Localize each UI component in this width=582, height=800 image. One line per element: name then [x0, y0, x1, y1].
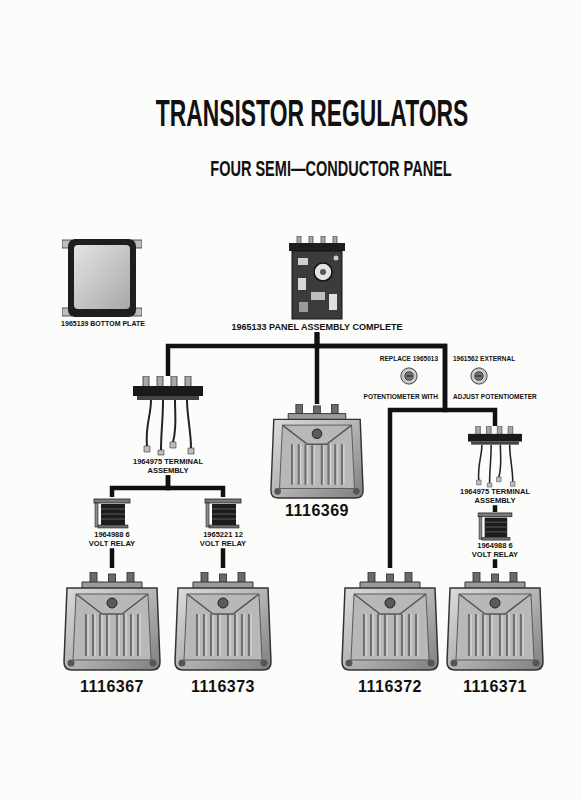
- note-text: REPLACE 1965013: [380, 355, 438, 362]
- part-node: 1116369: [267, 404, 367, 520]
- connector-line: [112, 475, 168, 497]
- terminal-photo: [133, 376, 203, 455]
- connector-line: [317, 332, 445, 568]
- part-label: 1965139 BOTTOM PLATE: [48, 320, 158, 328]
- terminal-photo: [468, 426, 522, 487]
- part-node: 1116373: [171, 568, 275, 696]
- part-number: 1116372: [340, 678, 440, 696]
- note-text: POTENTIOMETER WITH: [364, 393, 438, 400]
- regulator-photo: [175, 572, 271, 670]
- connector-line: [168, 475, 223, 497]
- part-number: 1965133 PANEL ASSEMBLY COMPLETE: [212, 322, 422, 332]
- relay-photo: [94, 499, 130, 528]
- note-text: ADJUST POTENTIOMETER: [453, 393, 537, 400]
- part-number: 1116373: [171, 678, 275, 696]
- connector-line: [168, 332, 317, 376]
- part-number: 1964988 6 VOLT RELAY: [463, 542, 527, 559]
- regulator-photo: [447, 572, 543, 670]
- part-number: 1964975 TERMINAL ASSEMBLY: [450, 488, 540, 505]
- part-node: 1964975 TERMINAL ASSEMBLY: [120, 376, 216, 475]
- part-node: 1964988 6 VOLT RELAY: [463, 512, 527, 559]
- part-number: 1116369: [267, 502, 367, 520]
- note-text: 1961562 EXTERNAL: [453, 355, 515, 362]
- connector-line: [221, 548, 226, 568]
- regulator-photo: [271, 404, 363, 498]
- regulator-photo: [342, 572, 438, 670]
- relay-photo: [205, 499, 241, 528]
- part-node: 1116372: [340, 568, 440, 696]
- part-node: 1964975 TERMINAL ASSEMBLY: [450, 426, 540, 505]
- connector-line: [493, 559, 498, 568]
- connector-line: [110, 548, 115, 568]
- part-node: 1116371: [441, 568, 549, 696]
- part-number: 1964975 TERMINAL ASSEMBLY: [120, 458, 216, 475]
- potentiometer-photo: [401, 368, 417, 384]
- part-node: 1116367: [60, 568, 164, 696]
- bottom-plate-photo: [62, 239, 142, 317]
- subtitle: FOUR SEMI—CONDUCTOR PANEL: [153, 157, 509, 181]
- part-node: 1965133 PANEL ASSEMBLY COMPLETE: [212, 236, 422, 332]
- regulator-photo: [64, 572, 160, 670]
- panel-photo: [289, 236, 345, 319]
- part-node: 1964988 6 VOLT RELAY: [80, 497, 144, 548]
- relay-photo: [478, 513, 512, 540]
- part-number: 1116371: [441, 678, 549, 696]
- connector-line: [317, 332, 495, 426]
- potentiometer-photo: [471, 368, 487, 384]
- part-node: 1965221 12 VOLT RELAY: [190, 497, 256, 548]
- part-number: 1964988 6 VOLT RELAY: [80, 531, 144, 548]
- part-number: 1965221 12 VOLT RELAY: [190, 531, 256, 548]
- connector-line: [493, 505, 498, 512]
- page-title: TRANSISTOR REGULATORS: [141, 94, 484, 134]
- part-number: 1116367: [60, 678, 164, 696]
